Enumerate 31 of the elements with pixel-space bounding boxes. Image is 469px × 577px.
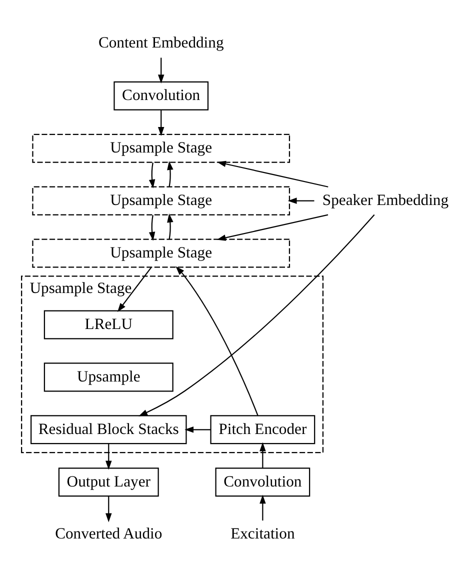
arrow xyxy=(106,496,112,522)
arrow xyxy=(117,266,152,312)
arrow xyxy=(158,57,164,84)
node-box: Convolution xyxy=(114,80,209,110)
node-box: Upsample xyxy=(44,362,174,392)
node-box: Upsample Stage xyxy=(32,133,290,162)
node-text: Excitation xyxy=(230,525,295,542)
node-box: Pitch Encoder xyxy=(210,414,316,444)
node-box: Upsample Stage xyxy=(32,186,290,215)
arrow xyxy=(148,214,156,240)
arrow xyxy=(148,162,156,188)
arrow xyxy=(260,442,266,468)
node-box: Residual Block Stacks xyxy=(30,414,187,444)
arrow xyxy=(216,160,328,187)
arrow xyxy=(184,426,211,432)
arrow xyxy=(167,160,174,186)
arrow xyxy=(158,110,164,136)
node-box: Upsample Stage xyxy=(32,238,290,268)
arrow xyxy=(138,214,375,416)
arrow xyxy=(106,443,112,470)
node-text: Content Embedding xyxy=(98,34,224,52)
node-box: Output Layer xyxy=(58,467,159,496)
arrow xyxy=(216,214,328,240)
node-box: LReLU xyxy=(44,310,174,339)
arrow xyxy=(167,212,174,239)
arrow xyxy=(260,494,266,520)
node-text: Speaker Embedding xyxy=(322,191,449,208)
node-text: Converted Audio xyxy=(55,525,162,542)
node-box: Convolution xyxy=(215,467,310,496)
arrow xyxy=(288,197,314,204)
arrow xyxy=(176,266,258,416)
